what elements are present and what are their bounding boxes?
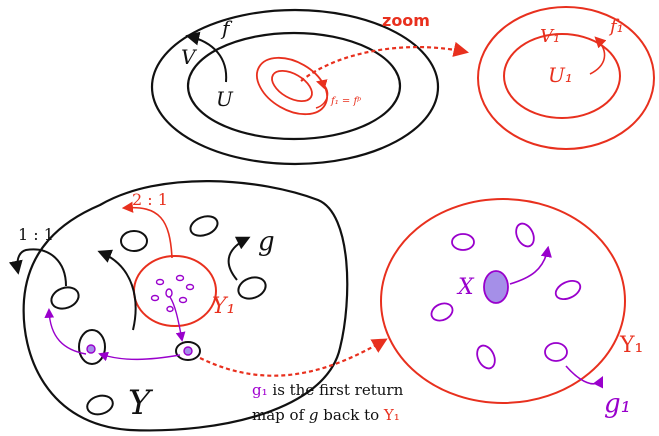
purple-arrow-return [98,351,181,362]
caption-Y1: Y₁ [383,406,400,424]
label-Y: Y [128,383,154,423]
red-nested-ellipses [256,56,328,116]
bottom-right-panel: X Y₁ g₁ [380,198,643,419]
black-small-ellipses [50,215,267,416]
zoom-label: zoom [382,11,430,30]
caption-line2-start: map of [252,406,309,424]
f1-arrow [589,36,607,75]
domain-V1-ellipse [477,6,655,150]
label-1to1: 1 : 1 [18,225,54,244]
X-arrow [509,245,552,285]
domain-Y1-ellipse [133,255,217,327]
f-arrow [185,31,228,83]
domain-U1-ellipse [503,33,621,119]
zoom-connector: zoom [300,11,470,82]
purple-arrow-up [44,308,87,355]
top-right-panel: V₁ f₁ U₁ [477,6,655,150]
domain-V-outer-ellipse [150,8,440,166]
caption-line2-mid: back to [318,406,384,424]
label-f1: f₁ [608,16,624,37]
zoom-dashed-arrow [300,41,470,82]
label-Y1-right: Y₁ [619,333,643,358]
purple-arrow-to-filled [169,296,186,342]
bottom-left-panel: 2 : 1 1 : 1 g Y₁ Y [8,180,349,432]
caption-line1-text: is the first return [267,381,404,399]
label-2to1: 2 : 1 [132,190,168,209]
set-X-ellipse [483,270,509,304]
top-left-panel: f V U f₁ = fᵖ [150,8,440,166]
label-V: V [181,45,198,69]
label-V1: V₁ [540,26,560,47]
label-U1: U₁ [548,63,573,87]
label-f: f [220,16,233,40]
purple-ellipses-right [430,222,582,370]
g-arrow [227,236,251,281]
label-g: g [258,227,275,257]
one-to-one-arrow [8,248,67,287]
label-g1: g₁ [604,389,631,419]
label-f1-equals-fp: f₁ = fᵖ [330,96,361,107]
domain-Y1-zoomed-ellipse [380,198,626,404]
purple-filled-ellipse-left [86,344,96,354]
f1-eq-arrow [315,79,329,109]
two-to-one-arrow [121,201,173,259]
caption-line-1: g₁ is the first return [252,378,452,403]
label-Y1-left: Y₁ [212,294,235,319]
caption-g1: g₁ [252,381,268,399]
purple-filled-ellipse-right [183,346,193,356]
purple-tiny-ellipses [150,274,195,313]
caption-line-2: map of g back to Y₁ [252,403,452,428]
domain-Y-blob [22,180,349,432]
dashed-connector-arrow [199,338,388,377]
caption: g₁ is the first return map of g back to … [252,378,452,428]
black-ellipse-arrow [97,249,137,331]
domain-U-inner-ellipse [186,31,402,141]
label-U: U [216,87,234,111]
label-X: X [456,275,475,300]
caption-g: g [308,406,319,424]
g1-arrow [565,365,604,389]
